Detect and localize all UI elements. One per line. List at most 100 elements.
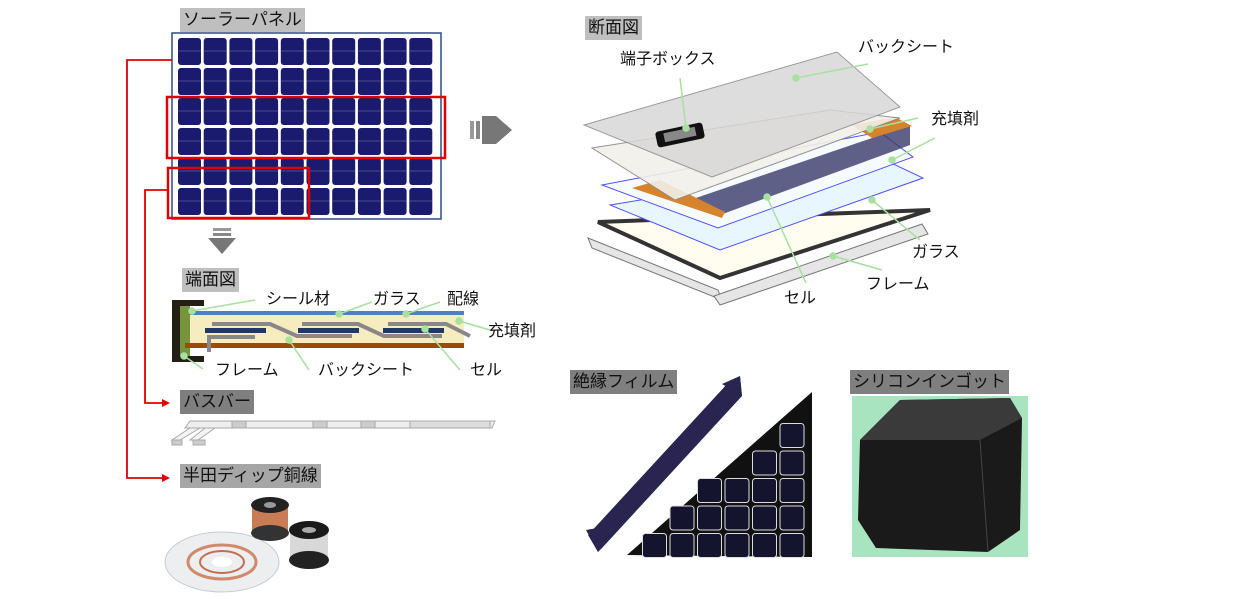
solar-cell (383, 68, 407, 95)
silicon-ingot-image (852, 396, 1028, 557)
solar-cell (332, 188, 356, 215)
solar-cell (409, 188, 433, 215)
arrow-right-icon (470, 116, 512, 144)
busbar-image (170, 420, 496, 446)
label-busbar: バスバー (180, 390, 254, 414)
solar-cell (203, 188, 227, 215)
film-cell (779, 505, 805, 531)
edge-callout-frame: フレーム (215, 360, 279, 379)
solar-cell (203, 38, 227, 65)
solar-cell (306, 68, 330, 95)
solar-cell (280, 188, 304, 215)
solar-cell (332, 68, 356, 95)
film-cell (752, 505, 777, 531)
section-callout-backsheet: バックシート (858, 37, 955, 56)
solar-cell (280, 38, 304, 65)
solar-cell (178, 68, 201, 95)
solar-cell (357, 158, 381, 185)
film-cell (724, 478, 750, 503)
solar-cell (178, 188, 201, 215)
film-cell (779, 533, 805, 558)
solar-cell (203, 68, 227, 95)
solar-cell (306, 188, 330, 215)
solar-panel-image (165, 32, 447, 220)
edge-callout-filler: 充填剤 (488, 321, 537, 340)
solar-cell (280, 128, 304, 155)
film-cell (697, 478, 722, 503)
arrow-down-icon (208, 228, 236, 254)
solar-cell (229, 158, 253, 185)
solar-cell (229, 128, 253, 155)
film-cell (752, 478, 777, 503)
film-cell (752, 450, 777, 476)
edge-callout-cell: セル (470, 360, 503, 379)
film-cell (779, 423, 805, 448)
edge-view-diagram (172, 299, 491, 371)
solar-cell (409, 68, 433, 95)
film-cell (752, 533, 777, 558)
edge-callout-glass: ガラス (373, 289, 421, 308)
film-cell (779, 450, 805, 476)
film-cell (697, 505, 722, 531)
solar-cell (255, 158, 279, 185)
solar-cell (178, 128, 201, 155)
solar-cell (229, 68, 253, 95)
label-edge-view: 端面図 (182, 268, 239, 292)
edge-callout-sealant: シール材 (266, 289, 331, 308)
solar-cell (203, 128, 227, 155)
solar-cell (409, 158, 433, 185)
highlight-rows (165, 95, 447, 160)
solar-cell (255, 68, 279, 95)
solar-cell (280, 68, 304, 95)
film-cell (724, 505, 750, 531)
edge-callout-wiring: 配線 (447, 289, 480, 308)
copper-wire-image (164, 497, 329, 593)
solar-cell (357, 38, 381, 65)
film-cell (669, 533, 695, 558)
solar-cell (280, 98, 304, 125)
solar-cell (178, 98, 201, 125)
solar-cell (409, 98, 433, 125)
solar-cell (332, 38, 356, 65)
solar-cell (409, 128, 433, 155)
solar-cell (178, 38, 201, 65)
solar-cell (229, 38, 253, 65)
solar-cell (306, 98, 330, 125)
solar-cell (229, 98, 253, 125)
insulating-film-image (586, 376, 812, 558)
label-cross-section: 断面図 (585, 16, 642, 40)
label-insulating-film: 絶縁フィルム (570, 370, 678, 394)
solar-cell (229, 188, 253, 215)
solar-cell (255, 98, 279, 125)
solar-cell (203, 158, 227, 185)
solar-cell (178, 158, 201, 185)
solar-cell (409, 38, 433, 65)
section-callout-junction-box: 端子ボックス (620, 49, 716, 68)
red-connector (126, 59, 172, 482)
highlight-corner (166, 166, 311, 220)
solar-cell (332, 158, 356, 185)
solar-cell (383, 158, 407, 185)
film-cell (697, 533, 722, 558)
film-cell (642, 533, 667, 558)
solar-cell (255, 128, 279, 155)
cross-section-diagram (582, 51, 936, 306)
solar-cell (306, 128, 330, 155)
solar-cell (306, 38, 330, 65)
solar-cell (306, 158, 330, 185)
solar-cell (383, 38, 407, 65)
label-solder-dip-wire: 半田ディップ銅線 (180, 464, 321, 488)
solar-cell (383, 98, 407, 125)
solar-cell (357, 98, 381, 125)
solar-cell (383, 188, 407, 215)
solar-cell (332, 128, 356, 155)
solar-cell (255, 188, 279, 215)
film-cell (724, 533, 750, 558)
solar-cell (203, 98, 227, 125)
solar-cell (255, 38, 279, 65)
solar-cell (357, 128, 381, 155)
solar-cell (357, 188, 381, 215)
label-silicon-ingot: シリコンインゴット (850, 370, 1009, 394)
label-solar-panel: ソーラーパネル (180, 8, 305, 32)
section-callout-frame: フレーム (866, 274, 930, 293)
